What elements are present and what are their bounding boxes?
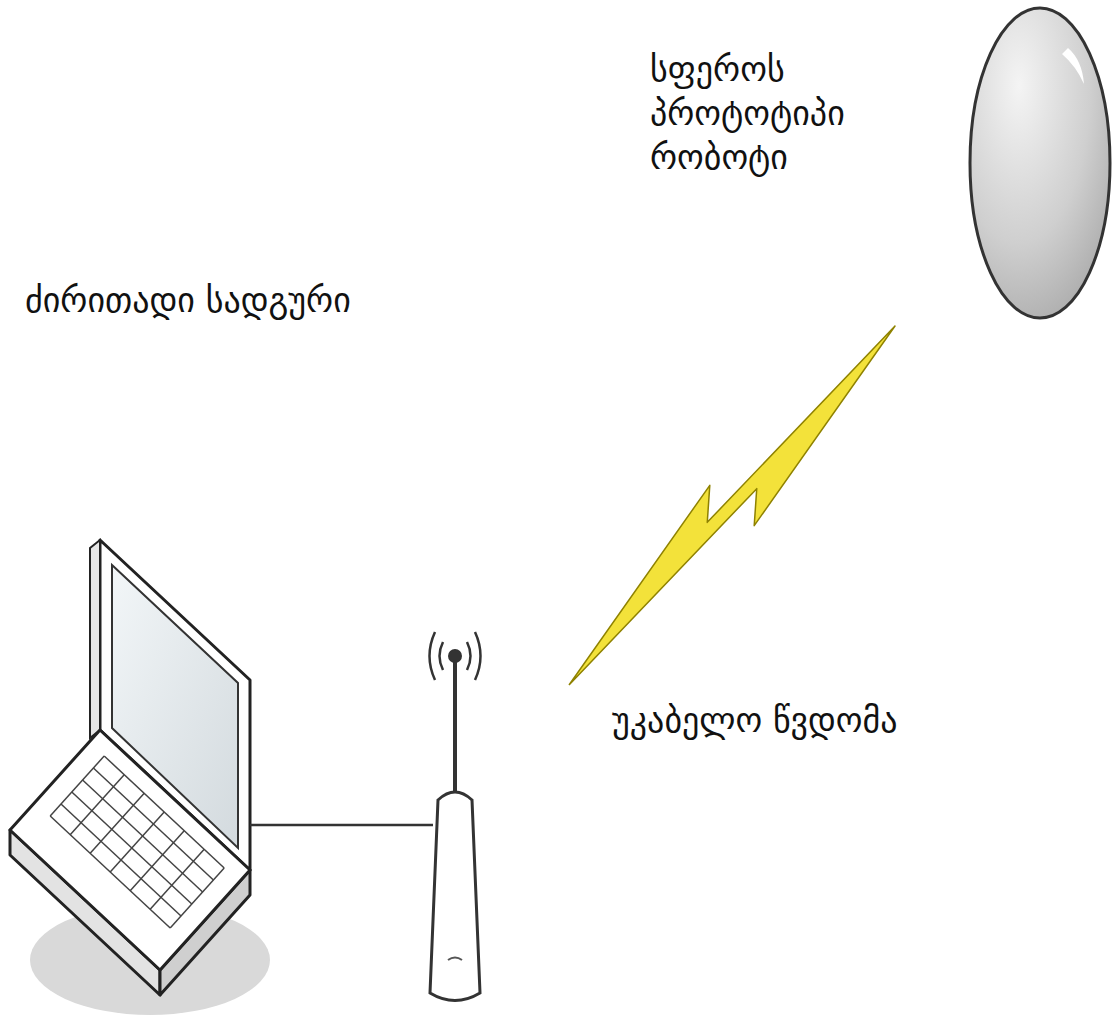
lightning-bolt <box>569 326 895 685</box>
key-line <box>170 868 224 928</box>
key-line <box>83 780 203 892</box>
antenna-detail <box>448 958 462 961</box>
antenna-body <box>430 792 480 1001</box>
signal-wave <box>467 642 471 670</box>
sphere-highlight <box>1062 48 1084 84</box>
key-line <box>93 768 213 880</box>
sphere-robot <box>970 8 1110 318</box>
signal-wave <box>430 632 436 680</box>
signal-wave <box>440 642 444 670</box>
edge-label: უკაბელო წვდომა <box>612 698 898 742</box>
laptop-keys <box>50 756 224 928</box>
key-line <box>50 816 170 928</box>
signal-wave <box>475 632 481 680</box>
key-line <box>72 792 192 904</box>
key-line <box>61 804 181 916</box>
laptop-lid-edge <box>90 540 100 738</box>
antenna-tip <box>448 649 462 663</box>
cable <box>250 824 433 827</box>
node-label: ძირითადი სადგური <box>25 278 545 322</box>
key-line <box>104 756 224 868</box>
antenna-rod <box>453 662 457 792</box>
node-label: სფეროს პროტოტიპი რობოტი <box>650 47 960 180</box>
base-station-node: ძირითადი სადგური <box>5 270 565 1025</box>
robot-node: სფეროს პროტოტიპი რობოტი <box>640 5 962 330</box>
laptop-deck <box>10 730 250 970</box>
